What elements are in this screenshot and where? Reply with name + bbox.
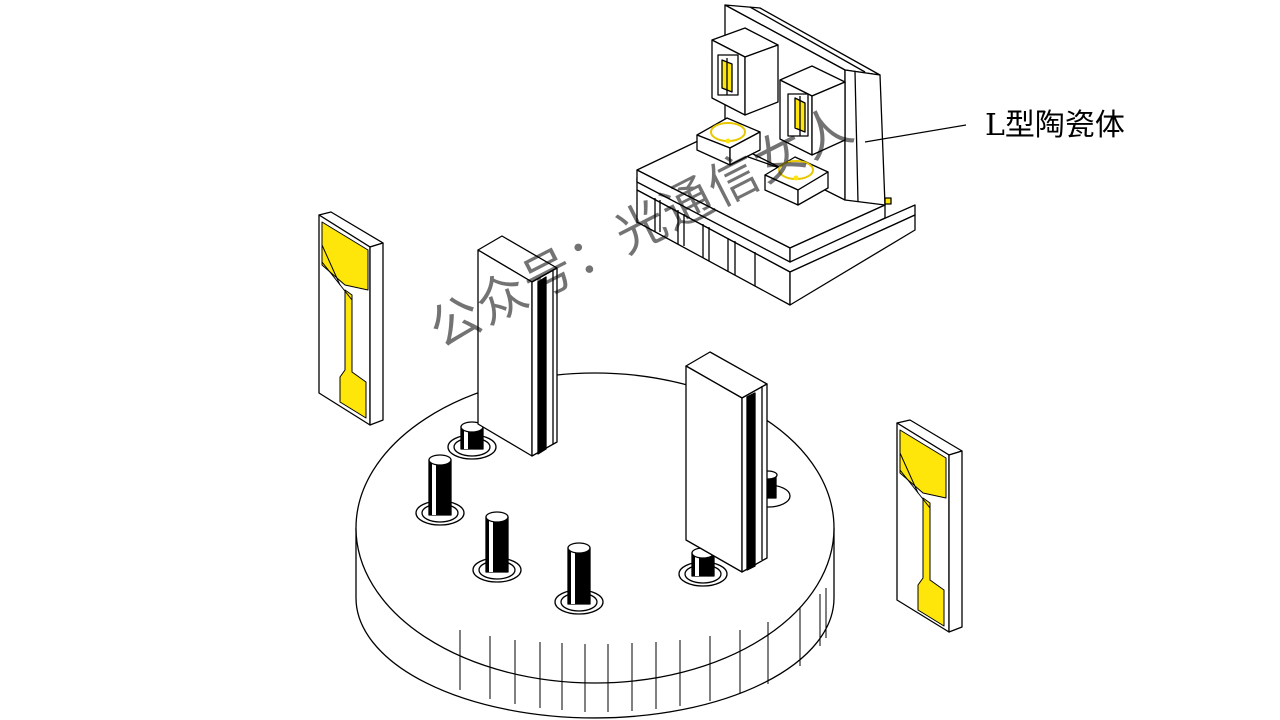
left-block [477,235,558,457]
right-substrate [896,419,963,633]
l-ceramic-body [636,4,916,306]
callout-leader-line [864,124,967,143]
left-substrate [318,211,384,426]
header-pins [415,421,791,615]
l-ceramic-body-label: L型陶瓷体 [985,108,1125,143]
right-block [685,351,768,573]
